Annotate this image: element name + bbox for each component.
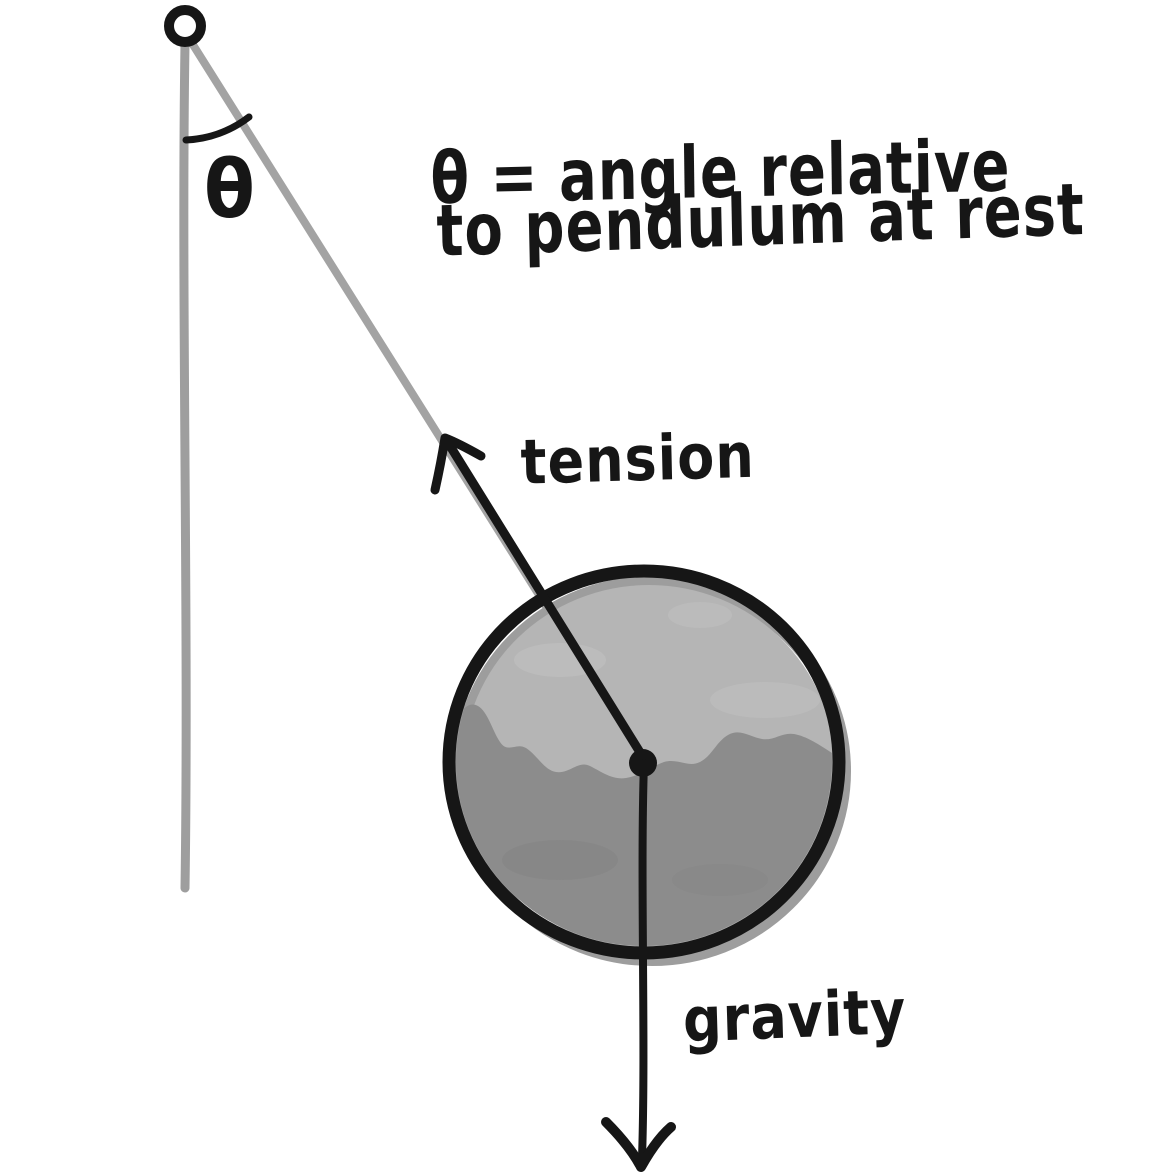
angle-arc: [182, 113, 253, 144]
theta-angle-label: θ: [204, 143, 256, 237]
tension-force-label: tension: [519, 419, 756, 499]
bob-light-mottle-blob: [710, 682, 820, 718]
gravity-arrowhead: [601, 1117, 676, 1172]
bob-dark-mottle-blob: [672, 864, 768, 896]
bob-light-mottle-blob: [668, 602, 732, 628]
gravity-force-label: gravity: [681, 975, 908, 1057]
bob-dark-mottle-blob: [502, 840, 618, 880]
rest-position-line: [179, 39, 191, 893]
tension-arrow-shaft: [442, 436, 651, 767]
pivot-ring: [164, 5, 206, 47]
gravity-arrow-shaft: [638, 759, 648, 1162]
tension-arrowhead: [430, 433, 486, 495]
